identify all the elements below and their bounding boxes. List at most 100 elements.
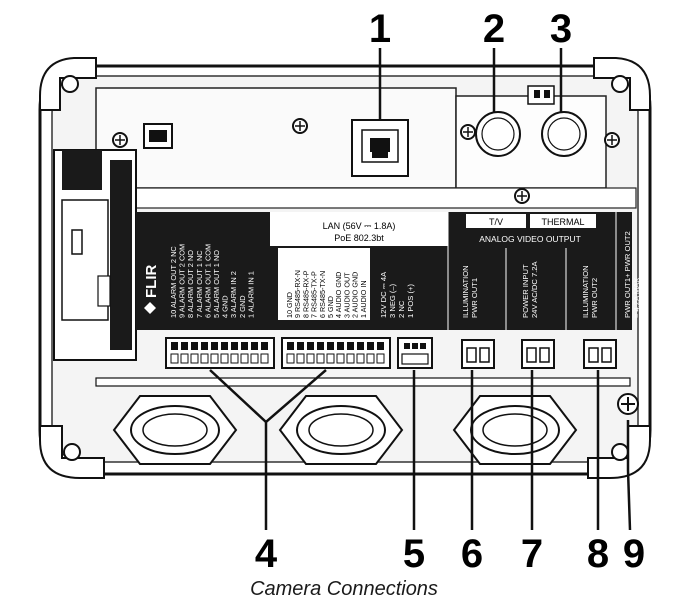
power-input-text: 24V AC/DC 7.2A [530,261,539,318]
serial-audio-pin-label: 4 AUDIO GND [334,272,343,318]
terminal-screw [307,342,314,350]
terminal-block-alarm [165,337,275,369]
pwr-total-text: = 4.2A MAX [632,278,641,318]
terminal-screw [251,342,258,350]
serial-audio-pin-label: 9 RS485-RX-N [293,270,302,318]
terminal-port [230,353,239,364]
terminal-port [260,353,269,364]
alarm-pin-label: 5 ALARM OUT 1 NO [212,250,221,318]
small-header-icon [527,85,555,105]
terminal-port [326,353,335,364]
alarm-pin-label: 10 ALARM OUT 2 NC [169,246,178,318]
serial-audio-pin-label: 6 RS485-TX-N [318,271,327,318]
ground-screw-icon [617,393,639,415]
terminal-screw [231,342,238,350]
screw-icon [514,188,530,204]
terminal-screw [297,342,304,350]
terminal-screw [201,342,208,350]
terminal-block-illumination-out1 [461,339,495,369]
illumination-out1-text: PWR OUT1 [470,278,479,318]
corner-ear-top-left [39,57,97,111]
serial-audio-box [278,248,370,320]
figure-caption: Camera Connections [250,578,438,600]
lan-port-icon [351,119,409,177]
poe-label: PoE 802.3bt [334,233,384,243]
terminal-port [306,353,315,364]
video-connector-thermal-icon [541,111,587,157]
callout-7: 7 [521,532,543,576]
callout-6: 6 [461,532,483,576]
terminal-port [356,353,365,364]
lower-tray [95,187,637,209]
illumination-out2-text: ILLUMINATION [581,265,590,318]
thermal-label: THERMAL [541,217,584,227]
terminal-port [336,353,345,364]
alarm-pin-label: 6 ALARM OUT 1 COM [203,244,212,318]
serial-audio-pin-label: 2 AUDIO GND [351,272,360,318]
terminal-port [210,353,219,364]
bottom-shelf [95,377,631,387]
serial-audio-pin-label: 8 RS485-RX-P [301,270,310,318]
terminal-screw [261,342,268,350]
terminal-screw [171,342,178,350]
alarm-pin-label: 4 GND [221,295,230,318]
screw-icon [112,132,128,148]
callout-4: 4 [255,532,278,576]
terminal-block-power-input [521,339,555,369]
tv-label-box [466,214,526,228]
corner-ear-bottom-left [39,425,105,479]
corner-ear-top-right [593,57,651,111]
terminal-screw [241,342,248,350]
terminal-screw [221,342,228,350]
terminal-port [316,353,325,364]
flir-logo-text: FLIR [143,265,160,298]
serial-audio-pin-label: 3 AUDIO OUT [342,272,351,318]
callout-8: 8 [587,532,609,576]
serial-audio-pin-label: 1 AUDIO IN [359,280,368,318]
terminal-port [376,353,385,364]
thermal-label-box [530,214,596,228]
terminal-port [190,353,199,364]
terminal-screw [327,342,334,350]
leader-lines [209,48,632,531]
terminal-screw [211,342,218,350]
analog-video-label: ANALOG VIDEO OUTPUT [479,234,581,244]
tv-label: T/V [489,217,503,227]
terminal-port [170,353,179,364]
alarm-pin-label: 7 ALARM OUT 1 NC [195,250,204,318]
left-side-module [53,149,137,361]
dc-power-pin-label: 12V DC ⎓ 4A [379,271,388,318]
terminal-screw [377,342,384,350]
lan-label: LAN (56V ⎓ 1.8A) [323,221,396,231]
terminal-screw [357,342,364,350]
cable-gland-icon [278,395,404,465]
terminal-screw [191,342,198,350]
dc-power-pin-label: 1 POS (+) [406,284,415,318]
power-input-text: POWER INPUT [521,264,530,318]
callout-5: 5 [403,532,425,576]
terminal-screw [317,342,324,350]
terminal-screw [367,342,374,350]
alarm-pin-label: 1 ALARM IN 1 [246,271,255,318]
callout-2: 2 [483,7,505,51]
video-connector-tv-icon [475,111,521,157]
label-panel-white-strip [270,212,448,246]
screw-icon [292,118,308,134]
dc-power-pin-label: 2 NC [397,300,406,318]
terminal-port [200,353,209,364]
terminal-port [346,353,355,364]
pwr-total-text: PWR OUT1+ PWR OUT2 [623,231,632,318]
terminal-screw [347,342,354,350]
terminal-port [296,353,305,364]
serial-audio-pin-label: 7 RS485-TX-P [310,271,319,318]
terminal-screw [287,342,294,350]
terminal-block-illumination-out2 [583,339,617,369]
cable-gland-icon [112,395,238,465]
flir-logo: FLIR [143,265,160,314]
